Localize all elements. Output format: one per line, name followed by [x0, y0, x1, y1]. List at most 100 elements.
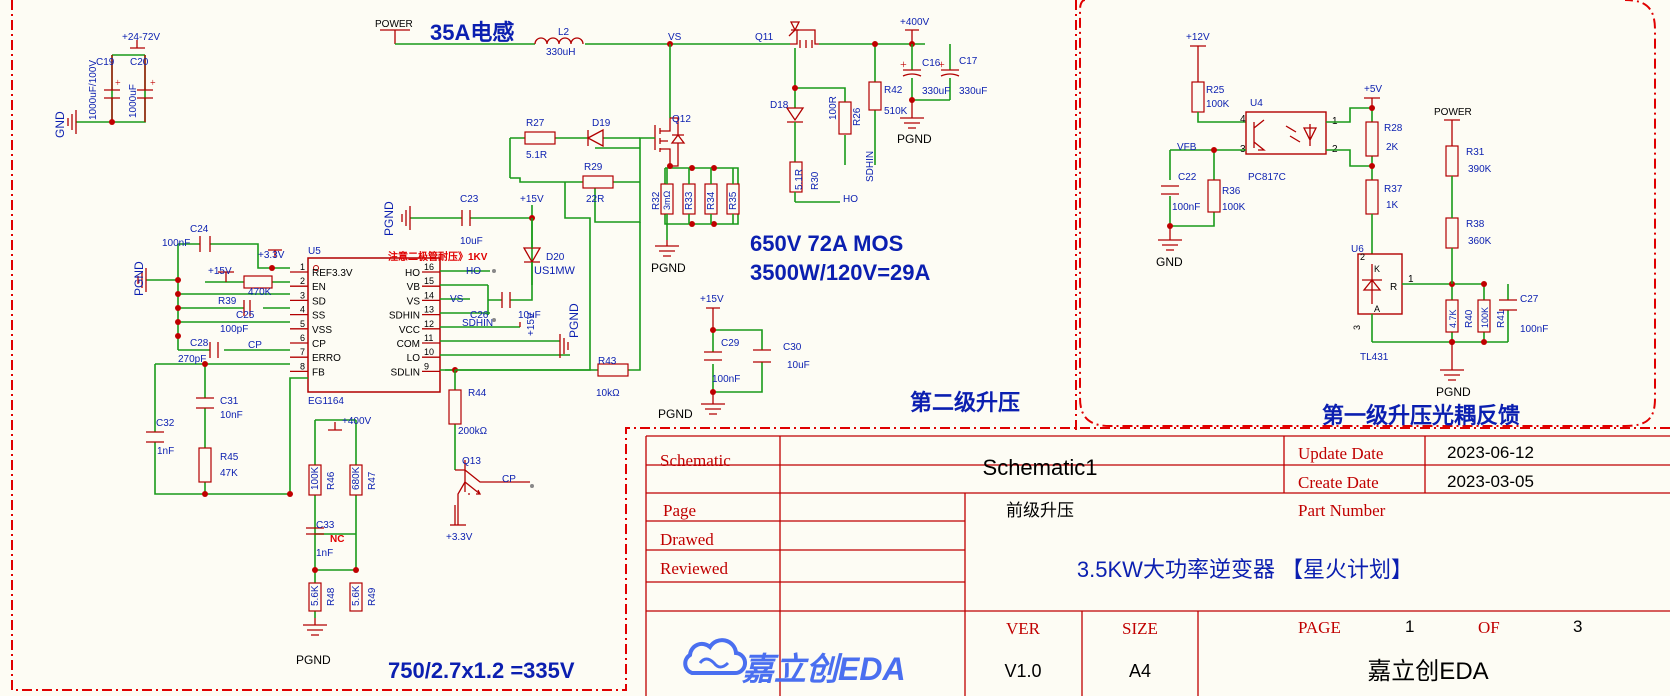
tb-page-total: 3	[1573, 617, 1582, 636]
r31-value: 390K	[1468, 164, 1492, 175]
r46-value: 100K	[310, 466, 321, 490]
d18-ref: D18	[770, 100, 789, 111]
u5-pin-name: REF3.3V	[312, 268, 353, 279]
r37-value: 1K	[1386, 200, 1399, 211]
c16-ref: C16	[922, 58, 941, 69]
tb-project-title: 3.5KW大功率逆变器 【星火计划】	[1077, 557, 1413, 582]
first-stage-label: 第一级升压光耦反馈	[1322, 403, 1520, 428]
r40-ref: R40	[1464, 309, 1475, 328]
c20-value: 1000uF	[128, 84, 139, 118]
r39-ref: R39	[218, 296, 237, 307]
u5-pin-name: FB	[312, 367, 325, 378]
u4-part: PC817C	[1248, 172, 1286, 183]
tb-schematic-label: Schematic	[660, 451, 731, 470]
l2-value: 330uH	[546, 47, 575, 58]
c31-value: 10nF	[220, 410, 243, 421]
r43-ref: R43	[598, 356, 617, 367]
c33-value: 1nF	[316, 548, 333, 559]
u5-pin-number: 2	[300, 276, 305, 286]
c26-value: 10uF	[518, 310, 541, 321]
r39-value: 470K	[248, 287, 272, 298]
c19-ref: C19	[96, 57, 115, 68]
net-12v: +12V	[1186, 32, 1210, 43]
u5-pin-number: 13	[424, 305, 434, 315]
tb-page-no-label: PAGE	[1298, 618, 1341, 637]
r49-value: 5.6K	[351, 585, 362, 606]
jlc-eda-logo: 嘉立创EDA	[683, 638, 906, 687]
c29-ref: C29	[721, 338, 740, 349]
u5-pin-number: 8	[300, 361, 305, 371]
u5-part: EG1164	[308, 396, 344, 407]
u6-part: TL431	[1360, 352, 1389, 363]
r26-value: 100R	[828, 96, 839, 120]
c16-value: 330uF	[922, 86, 950, 97]
v15-supply: +15V C29 100nF C30 10uF PGND	[658, 294, 810, 421]
net-5v: +5V	[1364, 84, 1382, 95]
r44-ref: R44	[468, 388, 487, 399]
r27-value: 5.1R	[526, 150, 547, 161]
u5-pin-number: 1	[300, 262, 305, 272]
gnd-fb: GND	[1156, 255, 1183, 269]
u5-note: 注意二极管耐压》1KV	[388, 250, 488, 263]
net-3v3-u5: +3.3V	[258, 250, 285, 261]
svg-text:+: +	[900, 57, 907, 71]
r41-value: 100K	[1480, 307, 1490, 328]
logo-text: 嘉立创EDA	[742, 651, 906, 687]
tb-drawed-label: Drawed	[660, 530, 714, 549]
power-note: 3500W/120V=29A	[750, 260, 931, 285]
pgnd-shunt: PGND	[651, 261, 686, 275]
tb-company: 嘉立创EDA	[1367, 658, 1488, 685]
c30-ref: C30	[783, 342, 802, 353]
r33-ref: R33	[684, 191, 695, 210]
r45-ref: R45	[220, 452, 239, 463]
r25-value: 100K	[1206, 99, 1230, 110]
tb-create-value: 2023-03-05	[1447, 472, 1534, 491]
r48-ref: R48	[326, 587, 337, 606]
net-power: POWER	[375, 19, 413, 30]
u5-pin-number: 5	[300, 319, 305, 329]
r43-value: 10kΩ	[596, 388, 620, 399]
u5-pin-number: 12	[424, 319, 434, 329]
q13-ref: Q13	[462, 456, 481, 467]
u5-pin-name: EN	[312, 282, 326, 293]
r49-ref: R49	[367, 587, 378, 606]
pgnd-c23: PGND	[382, 201, 396, 236]
svg-text:2: 2	[1360, 252, 1365, 262]
power-stage: POWER L2 330uH 35A电感 VS Q11 D18 100R R26…	[375, 17, 987, 205]
u5-pin-name: LO	[407, 353, 421, 364]
u5-pin-number: 6	[300, 333, 305, 343]
pgnd-u5: PGND	[132, 261, 146, 296]
c24-ref: C24	[190, 224, 209, 235]
svg-text:K: K	[1374, 264, 1380, 274]
r25-ref: R25	[1206, 85, 1225, 96]
u6-ref: U6	[1351, 244, 1364, 255]
svg-text:4: 4	[1240, 114, 1246, 125]
r41-ref: R41	[1496, 309, 1507, 328]
u5-pin-number: 7	[300, 347, 305, 357]
feedback-circuit: +12V R25 100K U4 PC817C 4 3 1 2 VFB C22 …	[1156, 32, 1548, 428]
u5-pin-name: SDLIN	[391, 367, 420, 378]
u5-pin-name: SD	[312, 296, 326, 307]
q11-ref: Q11	[755, 32, 774, 43]
u5-pin-name: COM	[397, 339, 420, 350]
tb-part-label: Part Number	[1298, 501, 1386, 520]
c25-ref: C25	[236, 310, 255, 321]
mosfet-stage: Q12 3mΩ R32 R33 R34 R35 PGND 650V 72A MO…	[594, 114, 931, 285]
r36-value: 100K	[1222, 202, 1246, 213]
c25-value: 100pF	[220, 324, 248, 335]
net-power-fb: POWER	[1434, 107, 1472, 118]
svg-text:A: A	[1374, 304, 1380, 314]
r30-value: 5.1R	[794, 169, 805, 190]
c24-value: 100nF	[162, 238, 190, 249]
l2-ref: L2	[558, 27, 570, 38]
net-sdhin-u5: SDHIN	[462, 318, 493, 329]
tb-update-label: Update Date	[1298, 444, 1383, 463]
pgnd-com: PGND	[567, 303, 581, 338]
r36-ref: R36	[1222, 186, 1241, 197]
pgnd-fb: PGND	[1436, 385, 1471, 399]
second-stage-label: 第二级升压	[910, 390, 1020, 415]
u5-ref: U5	[308, 246, 321, 257]
u5-controller: U5 EG1164 注意二极管耐压》1KV 1REF3.3V2EN3SD4SS5…	[132, 194, 1020, 683]
